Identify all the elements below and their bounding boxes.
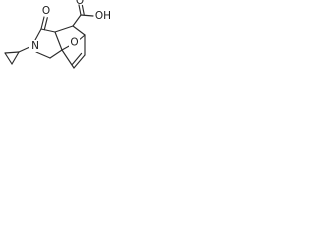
cyclopropyl-group (4, 46, 31, 65)
bond-acid-c-double-1 (78, 4, 82, 16)
bond-cp-3 (4, 51, 20, 54)
bridge-oxygen-label: O (70, 37, 78, 49)
bond-carbonyl-double-2 (43, 17, 48, 31)
carboxylic-acid-group (72, 4, 94, 27)
bond-fusion-to-ch (54, 25, 74, 33)
bond-ch-to-upper-bridgehead (72, 25, 86, 36)
ring-nitrogen-label: N (31, 40, 39, 52)
bond-alkene-double-1 (73, 54, 86, 69)
bond-carbonyl-double-1 (40, 16, 45, 30)
bond-n-ch2 (35, 51, 51, 59)
chemical-structure-diagram: N O O OH O (4, 0, 111, 69)
bond-ch2-to-bridgehead (49, 49, 63, 59)
bond-cp-to-n (18, 46, 31, 53)
bond-ring-fusion (54, 31, 63, 51)
carbonyl-oxygen-label: O (42, 5, 50, 17)
bond-acid-c-to-oh (80, 14, 94, 17)
bond-ch-to-acid-c (72, 14, 82, 27)
bond-acid-c-double-2 (81, 4, 85, 15)
atom-labels: N O O OH O (29, 0, 111, 52)
bond-cp-2 (11, 51, 20, 65)
acid-carbonyl-oxygen-label: O (76, 0, 84, 7)
bond-cp-1 (4, 52, 13, 65)
bond-alkene-to-bridgehead (61, 49, 75, 69)
bond-alkene-double-2 (71, 52, 83, 65)
lactam-ring (34, 16, 63, 59)
bond-n-carbonyl-c (34, 28, 42, 41)
bond-carbonyl-c-to-ring (40, 28, 56, 33)
acid-hydroxyl-label: OH (95, 10, 111, 22)
